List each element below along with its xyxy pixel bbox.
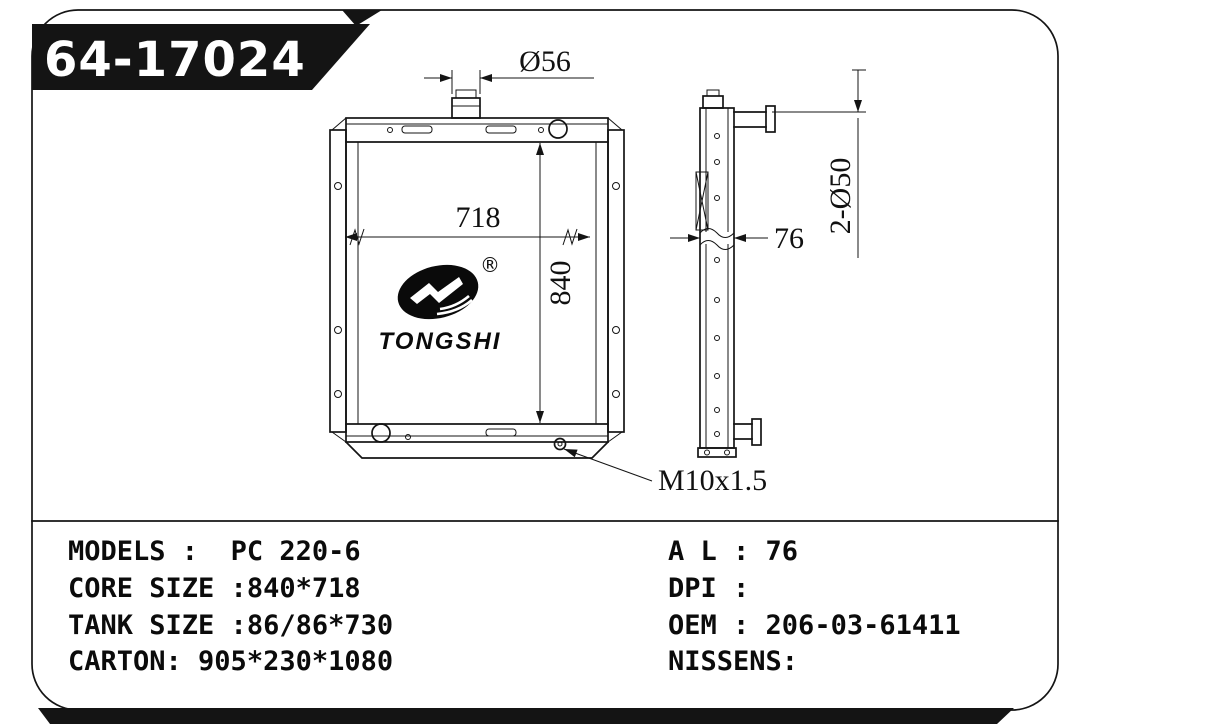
dim-depth-label: 76: [774, 222, 804, 255]
spec-row-carton: CARTON: 905*230*1080: [68, 646, 393, 677]
banner-shape: [32, 24, 370, 90]
spec-carton-value: 905*230*1080: [198, 646, 393, 677]
spec-tank-size-value: 86/86*730: [247, 610, 393, 641]
spec-nissens-label: NISSENS:: [668, 646, 798, 677]
spec-row-al: A L : 76: [668, 536, 798, 567]
bottom-pipe: [733, 418, 762, 446]
spec-tank-size-label: TANK SIZE :: [68, 610, 247, 641]
dim-depth: 76: [670, 222, 804, 255]
dim-core-width-label: 718: [456, 201, 501, 234]
side-bracket-detail: [695, 171, 709, 231]
top-tank-slot: [485, 125, 517, 134]
right-bracket: [607, 117, 625, 443]
brand-name: TONGSHI: [379, 328, 502, 355]
page-frame: [31, 9, 1059, 724]
break-mark: [349, 228, 365, 246]
spec-dpi-label: DPI :: [668, 573, 749, 604]
dim-inlet-diameter-label: Ø56: [519, 45, 571, 78]
dim-inlet: Ø56: [424, 45, 594, 94]
radiator-side-view: [695, 89, 776, 458]
side-foot: [697, 447, 737, 458]
left-bracket: [329, 117, 347, 443]
drain-plug: [553, 437, 567, 451]
dim-core-height: 840: [536, 143, 577, 423]
dim-pipes: 2-Ø50: [772, 69, 866, 258]
spec-core-size-value: 840*718: [247, 573, 361, 604]
spec-models-value: PC 220-6: [231, 536, 361, 567]
spec-row-tank-size: TANK SIZE :86/86*730: [68, 610, 393, 641]
dim-pipe-diameters-label: 2-Ø50: [824, 158, 857, 235]
spec-row-nissens: NISSENS:: [668, 646, 798, 677]
spec-row-oem: OEM : 206-03-61411: [668, 610, 961, 641]
bottom-tank-slot: [485, 428, 517, 437]
radiator-front-view: [329, 89, 625, 459]
dim-core-height-label: 840: [544, 261, 577, 306]
spec-row-core-size: CORE SIZE :840*718: [68, 573, 361, 604]
spec-row-models: MODELS : PC 220-6: [68, 536, 361, 567]
spec-carton-label: CARTON:: [68, 646, 198, 677]
spec-core-size-label: CORE SIZE :: [68, 573, 247, 604]
side-break-mark: [699, 228, 735, 250]
spec-oem-label: OEM :: [668, 610, 766, 641]
break-mark: [562, 228, 578, 246]
dim-core-width: 718: [345, 201, 590, 246]
drain-thread-label: M10x1.5: [658, 464, 767, 497]
front-view-dimensions: Ø56 718 840 M10x1.5: [345, 45, 767, 497]
brand-logo: ® TONGSHI: [379, 253, 502, 355]
spec-models-label: MODELS :: [68, 536, 231, 567]
registered-trademark-icon: ®: [480, 253, 500, 277]
spec-al-value: 76: [766, 536, 799, 567]
banner-fold-triangle: [342, 10, 382, 26]
side-filler-cap: [702, 95, 724, 109]
filler-neck: [451, 89, 481, 119]
bottom-bar: [38, 708, 1014, 724]
bottom-skirt: [344, 440, 610, 459]
top-tank-slot: [401, 125, 433, 134]
drain-thread-callout: M10x1.5: [563, 448, 767, 497]
top-pipe: [733, 105, 776, 133]
part-number-banner: 64-17024: [32, 10, 382, 90]
spec-row-dpi: DPI :: [668, 573, 749, 604]
spec-table: MODELS : PC 220-6 CORE SIZE :840*718 TAN…: [68, 536, 961, 677]
bottom-outlet-hole: [371, 423, 391, 443]
logo-swoosh: [410, 277, 463, 304]
spec-al-label: A L :: [668, 536, 766, 567]
side-view-dimensions: 76 2-Ø50: [670, 69, 866, 258]
spec-oem-value: 206-03-61411: [766, 610, 961, 641]
page-border: [31, 9, 1059, 711]
top-outlet-hole: [548, 119, 568, 139]
part-number: 64-17024: [44, 32, 306, 88]
